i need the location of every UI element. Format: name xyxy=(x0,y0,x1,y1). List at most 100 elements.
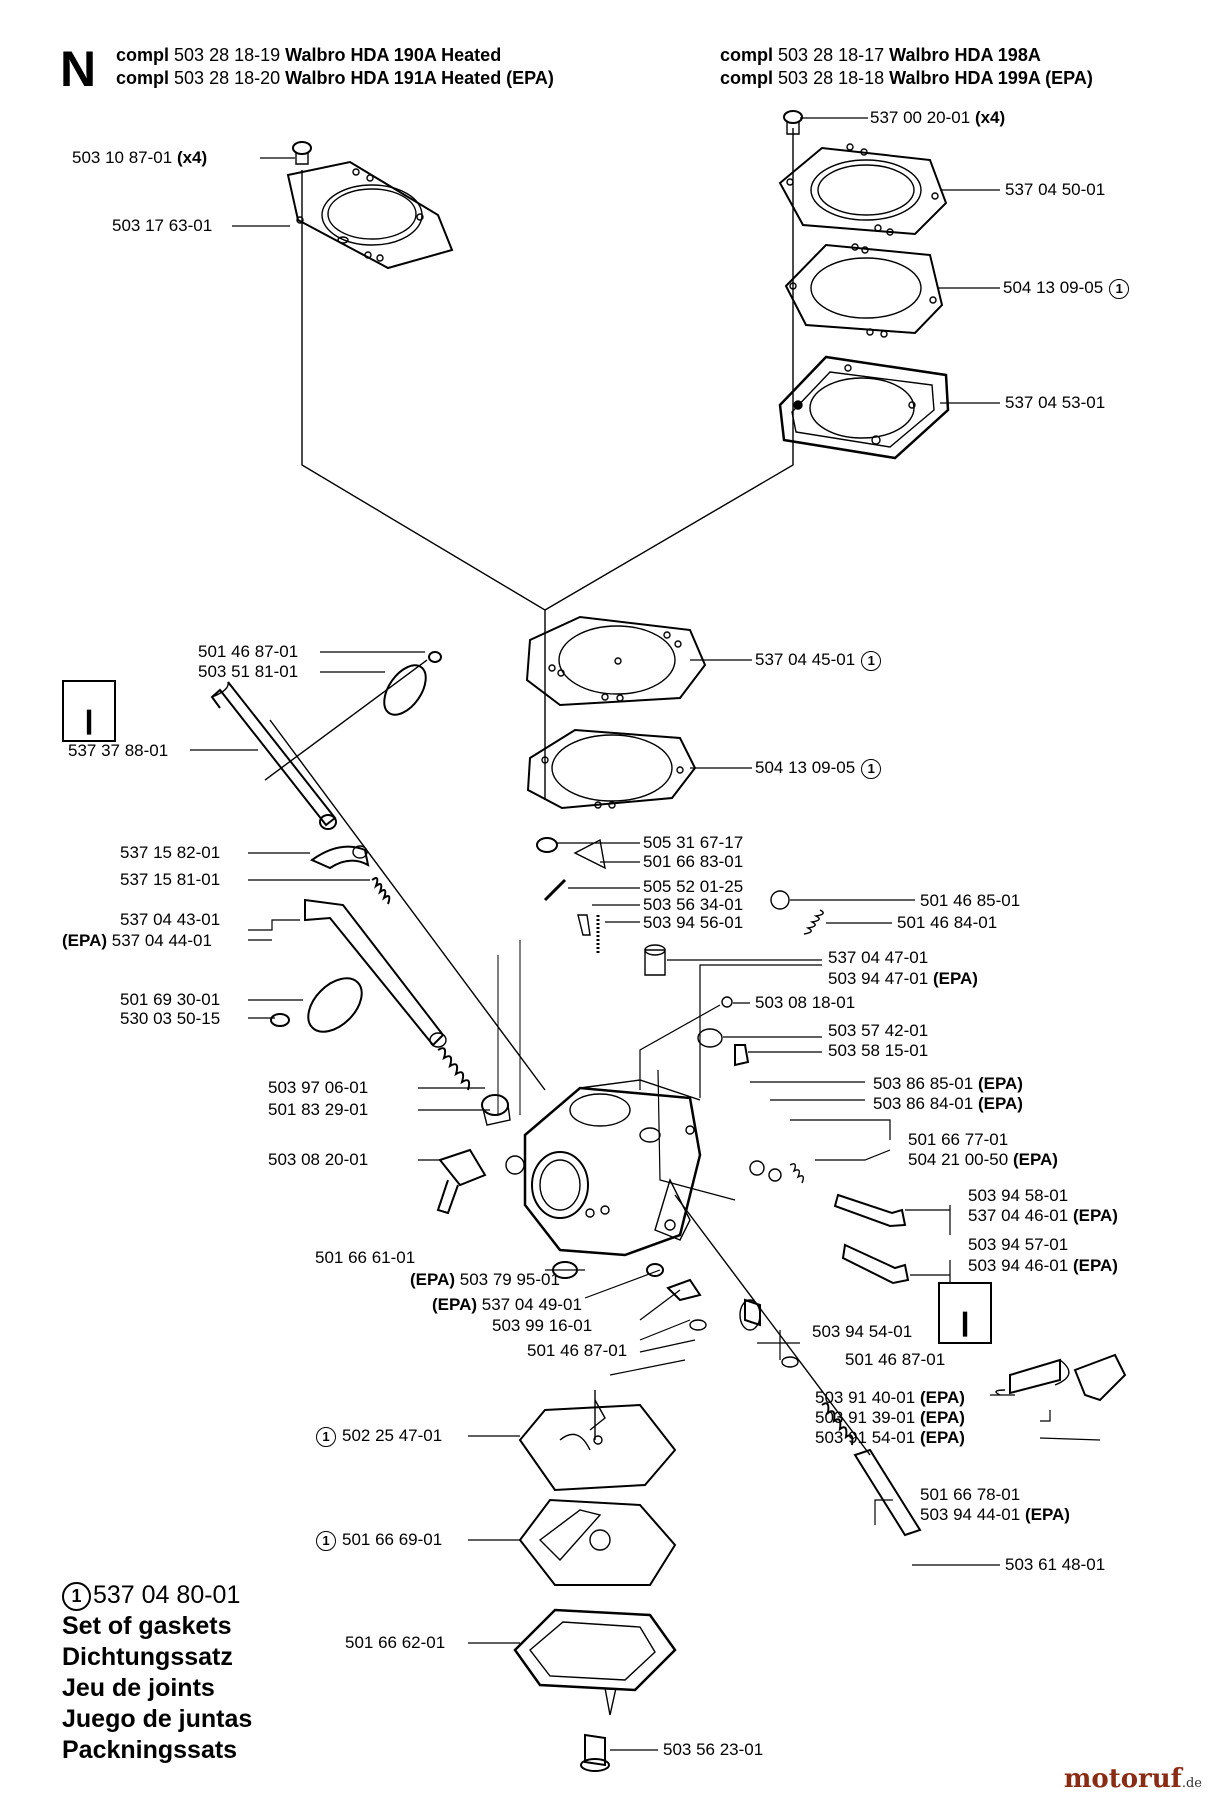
diaphragm-gasket xyxy=(525,615,707,707)
fuel-inlet-fitting xyxy=(436,1148,487,1215)
part-label: 503 91 54-01 (EPA) xyxy=(815,1428,965,1447)
assembly-line-left xyxy=(301,170,546,800)
part-label: 537 04 50-01 xyxy=(1005,180,1106,199)
part-label: 503 99 16-01 xyxy=(492,1316,593,1335)
bottom-clips xyxy=(646,1263,799,1368)
part-label: 501 46 84-01 xyxy=(897,913,998,932)
part-label: 503 86 84-01 (EPA) xyxy=(873,1094,1023,1113)
needle-assembly xyxy=(497,837,824,1115)
choke-bushing xyxy=(481,1094,511,1126)
part-label: 503 57 42-01 xyxy=(828,1021,929,1040)
mixture-needle-high xyxy=(789,1163,907,1228)
watermark-logo: motoruf.de xyxy=(1063,1764,1202,1794)
part-label: 505 31 67-17 xyxy=(643,833,744,852)
part-label: 501 69 30-01 xyxy=(120,990,221,1009)
carburetor-body xyxy=(505,1079,702,1257)
part-label: 501 66 83-01 xyxy=(643,852,744,871)
header-left-line-1: compl 503 28 18-19 Walbro HDA 190A Heate… xyxy=(116,45,502,65)
wrench-icon: ╷ xyxy=(62,680,116,742)
part-label: 501 46 85-01 xyxy=(920,891,1021,910)
part-label: (EPA) 537 04 44-01 xyxy=(62,931,212,950)
choke-shaft xyxy=(304,898,447,1048)
part-label: 501 66 61-01 xyxy=(315,1248,416,1267)
wrench-icon: ╷ xyxy=(938,1282,992,1344)
part-label: 537 04 46-01 (EPA) xyxy=(968,1206,1118,1225)
center-gasket-lower xyxy=(526,728,697,810)
mixture-needle-low xyxy=(841,1243,910,1285)
throttle-shaft xyxy=(210,681,337,830)
header-right-line-2: compl 503 28 18-18 Walbro HDA 199A (EPA) xyxy=(720,68,1093,88)
part-label: 501 46 87-01 xyxy=(845,1350,946,1369)
pump-cover-plate xyxy=(286,160,454,270)
return-spring xyxy=(371,877,391,905)
choke-plate xyxy=(270,977,363,1033)
part-label: 503 91 39-01 (EPA) xyxy=(815,1408,965,1427)
part-label: 537 15 82-01 xyxy=(120,843,221,862)
part-label: 503 94 54-01 xyxy=(812,1322,913,1341)
part-label: 501 46 87-01 xyxy=(198,642,299,661)
part-label: 504 21 00-50 (EPA) xyxy=(908,1150,1058,1169)
leader-lines xyxy=(190,117,1101,1751)
part-label: 503 51 81-01 xyxy=(198,662,299,681)
part-label: 503 94 47-01 (EPA) xyxy=(828,969,978,988)
part-label: 503 94 56-01 xyxy=(643,913,744,932)
gasket-right-upper xyxy=(784,243,944,338)
adjuster-lever xyxy=(739,1298,761,1331)
part-label: 537 37 88-01 xyxy=(68,741,169,760)
metering-cover xyxy=(513,1608,677,1716)
washer-a xyxy=(749,1160,765,1176)
part-label: 503 94 57-01 xyxy=(968,1235,1069,1254)
header-right-line-1: compl 503 28 18-17 Walbro HDA 198A xyxy=(720,45,1041,65)
part-label: 503 08 18-01 xyxy=(755,993,856,1012)
part-label: 503 10 87-01 (x4) xyxy=(72,148,208,167)
part-label: 503 94 58-01 xyxy=(968,1186,1069,1205)
part-label: 501 66 62-01 xyxy=(345,1633,446,1652)
metering-gasket xyxy=(518,1399,677,1492)
part-label: 501 66 77-01 xyxy=(908,1130,1009,1149)
part-label: 503 56 34-01 xyxy=(643,895,744,914)
spacer-plate-right xyxy=(778,355,950,460)
choke-spring xyxy=(437,1047,471,1091)
part-label: (EPA) 537 04 49-01 xyxy=(432,1295,582,1314)
part-label: 503 08 20-01 xyxy=(268,1150,369,1169)
part-label: 537 15 81-01 xyxy=(120,870,221,889)
limiter-caps xyxy=(995,1353,1127,1402)
part-label: 501 66 78-01 xyxy=(920,1485,1021,1504)
part-label: 501 83 29-01 xyxy=(268,1100,369,1119)
part-label: 503 56 23-01 xyxy=(663,1740,764,1759)
cover-screw-bottom xyxy=(580,1733,610,1772)
part-label: 537 00 20-01 (x4) xyxy=(870,108,1006,127)
washer-b xyxy=(768,1168,782,1182)
part-label: 530 03 50-15 xyxy=(120,1009,221,1028)
throttle-lever xyxy=(309,845,370,870)
part-label: 537 04 47-01 xyxy=(828,948,929,967)
assembly-line-right xyxy=(544,128,794,611)
part-label: 503 94 46-01 (EPA) xyxy=(968,1256,1118,1275)
cover-screw-right xyxy=(783,110,803,135)
part-label: 501 46 87-01 xyxy=(527,1341,628,1360)
section-letter: N xyxy=(60,41,97,97)
idle-screw xyxy=(821,1402,922,1537)
metering-diaphragm xyxy=(518,1498,677,1586)
part-label: (EPA) 503 79 95-01 xyxy=(410,1270,560,1289)
part-label: 537 04 53-01 xyxy=(1005,393,1106,412)
pump-cover-right xyxy=(778,143,948,236)
part-label: 503 61 48-01 xyxy=(1005,1555,1106,1574)
part-label: 503 86 85-01 (EPA) xyxy=(873,1074,1023,1093)
part-label: 505 52 01-25 xyxy=(643,877,744,896)
part-label: 503 97 06-01 xyxy=(268,1078,369,1097)
part-label: 503 17 63-01 xyxy=(112,216,213,235)
throttle-plate xyxy=(383,651,442,716)
header-left-line-2: compl 503 28 18-20 Walbro HDA 191A Heate… xyxy=(116,68,554,88)
part-label: 503 58 15-01 xyxy=(828,1041,929,1060)
part-label: 537 04 43-01 xyxy=(120,910,221,929)
part-label: 503 94 44-01 (EPA) xyxy=(920,1505,1070,1524)
